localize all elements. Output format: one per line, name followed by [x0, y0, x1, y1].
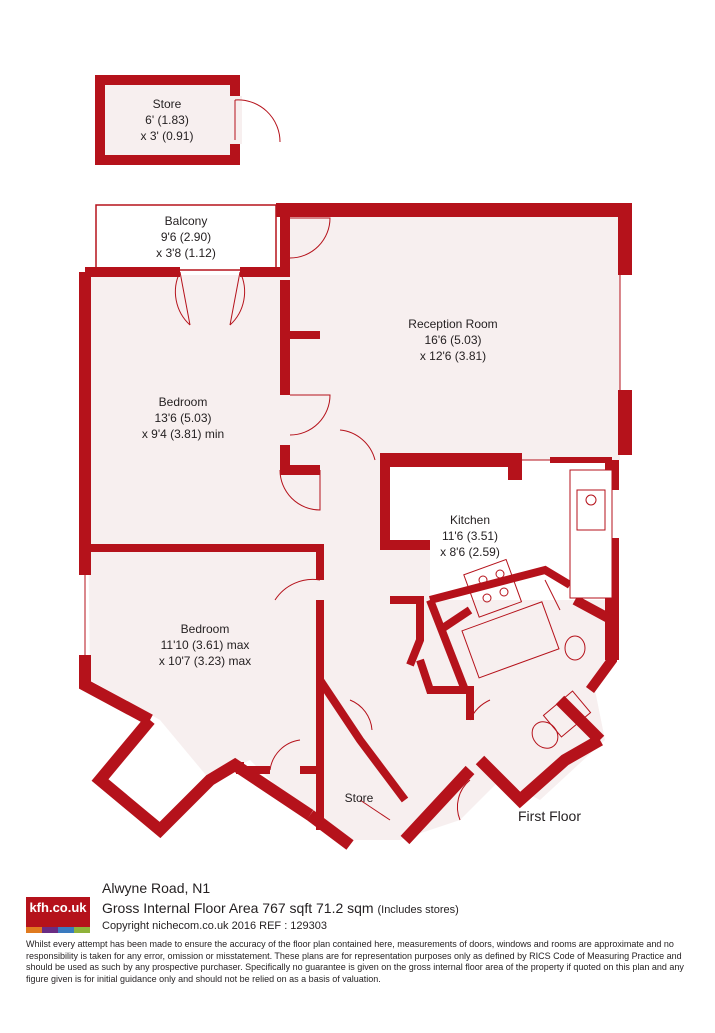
balcony-dim2: x 3'8 (1.12) [156, 246, 216, 260]
bedroom2-dim2: x 10'7 (3.23) max [158, 654, 252, 668]
address: Alwyne Road, N1 [102, 880, 211, 896]
logo-bar-purple [42, 927, 58, 933]
flat-floor [85, 204, 620, 840]
kitchen-dim2: x 8'6 (2.59) [440, 545, 500, 559]
reception-name: Reception Room [408, 317, 498, 331]
bedroom1-label: Bedroom 13'6 (5.03) x 9'4 (3.81) min [128, 394, 238, 442]
logo-text: kfh.co.uk [29, 900, 87, 915]
bedroom1-name: Bedroom [158, 395, 208, 409]
kfh-logo: kfh.co.uk [26, 897, 90, 933]
kitchen-walls [380, 453, 617, 720]
floor-plan [79, 75, 632, 850]
balcony-label: Balcony 9'6 (2.90) x 3'8 (1.12) [136, 213, 236, 261]
balcony-dim1: 9'6 (2.90) [160, 230, 212, 244]
kitchen-dim1: 11'6 (3.51) [441, 529, 499, 543]
balcony-name: Balcony [164, 214, 208, 228]
reception-dim1: 16'6 (5.03) [424, 333, 482, 347]
store-top [95, 75, 281, 165]
kitchen-name: Kitchen [449, 513, 491, 527]
bedroom2-name: Bedroom [180, 622, 230, 636]
bedroom2-label: Bedroom 11'10 (3.61) max x 10'7 (3.23) m… [140, 621, 270, 669]
floor-area-note: (Includes stores) [377, 904, 459, 916]
floor-area: Gross Internal Floor Area 767 sqft 71.2 … [102, 900, 459, 916]
logo-color-bar [26, 927, 90, 933]
doors-windows [84, 217, 621, 821]
logo-bar-blue [58, 927, 74, 933]
store-bottom-label: Store [334, 790, 384, 806]
bedroom1-dim2: x 9'4 (3.81) min [141, 427, 225, 441]
store-bottom-name: Store [344, 791, 374, 805]
copyright: Copyright nichecom.co.uk 2016 REF : 1293… [102, 920, 328, 932]
floor-area-text: Gross Internal Floor Area 767 sqft 71.2 … [102, 900, 374, 916]
kitchen-label: Kitchen 11'6 (3.51) x 8'6 (2.59) [420, 512, 520, 560]
floor-label: First Floor [518, 808, 581, 824]
store-top-dim1: 6' (1.83) [145, 113, 189, 127]
store-top-label: Store 6' (1.83) x 3' (0.91) [132, 96, 202, 144]
disclaimer: Whilst every attempt has been made to en… [26, 939, 684, 984]
bedroom2-dim1: 11'10 (3.61) max [160, 638, 250, 652]
store-top-name: Store [152, 97, 182, 111]
store-top-dim2: x 3' (0.91) [140, 129, 194, 143]
logo-bar-green [74, 927, 90, 933]
bedroom1-dim1: 13'6 (5.03) [154, 411, 212, 425]
reception-dim2: x 12'6 (3.81) [419, 349, 487, 363]
logo-bar-orange [26, 927, 42, 933]
reception-label: Reception Room 16'6 (5.03) x 12'6 (3.81) [393, 316, 513, 364]
walls [79, 203, 632, 850]
